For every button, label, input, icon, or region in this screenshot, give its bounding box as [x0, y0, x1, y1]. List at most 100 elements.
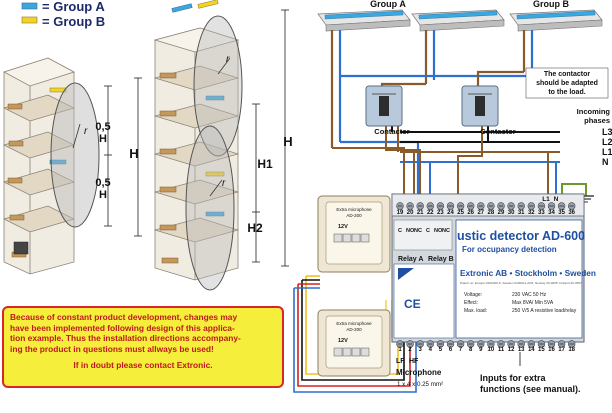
relay-b-label: Relay B: [428, 256, 454, 263]
inputs-note: Inputs for extra functions (see manual).: [480, 352, 581, 394]
relay-b-contact-no: NO: [434, 228, 443, 234]
notice-line4: ing the product in questions must allway…: [10, 343, 214, 354]
legend-group-b: = Group B: [42, 14, 105, 29]
detector-l1-terminal: L1: [542, 196, 550, 203]
bottom-terminal-10: 10: [488, 347, 495, 353]
mic2-title: Extra microphone: [336, 321, 372, 326]
disclaimer-notice: Because of constant product development,…: [2, 306, 284, 388]
mic2-model: AD-200: [346, 327, 362, 332]
ce-mark-icon: CE: [404, 297, 421, 311]
relay-a-contact-c: C: [398, 228, 402, 234]
notice-line3: tion example. Thus the installation dire…: [10, 333, 241, 344]
detector-hf-label: HF: [409, 358, 419, 365]
incoming-phases: Incoming phases L3 L2 L1 N: [577, 107, 612, 167]
right-radius-top: r: [226, 54, 230, 65]
light-fitting-1: [317, 9, 411, 32]
bottom-terminal-11: 11: [498, 347, 505, 353]
notice-line2: have been implemented following design o…: [10, 322, 235, 333]
top-terminal-28: 28: [488, 210, 495, 216]
top-terminal-36: 36: [568, 210, 575, 216]
mic1-voltage: 12V: [338, 224, 348, 230]
relay-b-contact-nc: NC: [442, 228, 450, 234]
detector-max-load-value: 250 V/5 A resistive load/relay: [512, 308, 577, 314]
bottom-terminal-14: 14: [528, 347, 535, 353]
top-terminal-35: 35: [558, 210, 565, 216]
relay-a-contact-nc: NC: [414, 228, 422, 234]
top-terminal-19: 19: [397, 210, 404, 216]
wiring: [293, 30, 594, 393]
left-h-top-unit: H: [99, 133, 107, 145]
mic1-model: AD-200: [346, 213, 362, 218]
contactors: Contactor Contactor The contactor should…: [365, 67, 609, 136]
group-a-swatch: [21, 2, 38, 10]
relay-a-contact-no: NO: [406, 228, 415, 234]
right-shelf: r r H1 H2 H: [153, 0, 293, 291]
detector-title: ustic detector AD-600: [457, 229, 585, 243]
top-terminal-22: 22: [427, 210, 434, 216]
group-b-swatch: [21, 16, 38, 24]
detector-subtitle: For occupancy detection: [462, 245, 557, 254]
top-terminal-30: 30: [508, 210, 515, 216]
light-fitting-3: [509, 9, 603, 32]
top-terminal-29: 29: [498, 210, 505, 216]
phases-title-line2: phases: [584, 116, 610, 125]
detector-voltage-label: Voltage:: [464, 292, 482, 298]
microphones: Extra microphone AD-200 12V Extra microp…: [317, 195, 443, 388]
phases-title-line1: Incoming: [577, 107, 611, 116]
left-h-top-value: 0,5: [95, 121, 110, 133]
top-terminal-21: 21: [417, 210, 424, 216]
extra-microphone-1: Extra microphone AD-200 12V: [317, 195, 391, 273]
detector-company: Extronic AB • Stockholm • Sweden: [460, 268, 596, 278]
right-coverage-ellipse-top: [193, 15, 243, 157]
contactor-note: The contactor should be adapted to the l…: [525, 67, 609, 99]
top-terminal-27: 27: [477, 210, 484, 216]
extra-microphone-2: Extra microphone AD-200 12V: [317, 309, 391, 377]
extronic-logo-icon: [398, 268, 414, 280]
top-terminal-26: 26: [467, 210, 474, 216]
bottom-terminal-3: 3: [419, 347, 423, 353]
top-terminal-34: 34: [548, 210, 555, 216]
left-h-total: H: [129, 146, 138, 161]
contactor-1: Contactor: [365, 85, 410, 136]
contactor-note-line2: should be adapted: [536, 80, 598, 87]
shelf-lights: [171, 0, 225, 217]
right-h1-label: H1: [257, 157, 273, 171]
bottom-terminal-7: 7: [459, 347, 463, 353]
bottom-terminal-18: 18: [568, 347, 575, 353]
contactor-1-label: Contactor: [374, 127, 409, 136]
inputs-note-line2: functions (see manual).: [480, 384, 581, 394]
bottom-terminal-1: 1: [398, 347, 402, 353]
top-terminal-32: 32: [528, 210, 535, 216]
left-shelf: r 0,5 H 0,5 H H: [2, 57, 142, 275]
contactor-note-line3: to the load.: [548, 89, 585, 96]
left-radius-label: r: [84, 126, 88, 137]
top-terminal-33: 33: [538, 210, 545, 216]
detector-voltage-value: 230 VAC 50 Hz: [512, 292, 547, 298]
left-coverage-ellipse: [50, 82, 100, 228]
microphone-label: Microphone: [396, 368, 442, 377]
phase-l1: L1: [602, 147, 612, 157]
top-terminal-20: 20: [407, 210, 414, 216]
detector-effect-value: Max 8VA/ Min 5VA: [512, 300, 554, 306]
right-coverage-ellipse-bottom: [185, 125, 235, 291]
notice-line1: Because of constant product development,…: [10, 312, 238, 322]
detector-effect-label: Effect:: [464, 300, 478, 306]
left-h-bottom-unit: H: [99, 189, 107, 201]
bottom-terminal-2: 2: [408, 347, 412, 353]
bottom-terminal-5: 5: [439, 347, 443, 353]
top-terminal-31: 31: [518, 210, 525, 216]
bottom-terminal-6: 6: [449, 347, 453, 353]
light-fittings: Group A Group B: [317, 0, 603, 32]
detector-max-load-label: Max. load:: [464, 308, 487, 314]
right-radius-bottom: r: [222, 178, 226, 189]
bottom-terminal-17: 17: [558, 347, 565, 353]
mic2-voltage: 12V: [338, 338, 348, 344]
phase-l3: L3: [602, 127, 612, 137]
bottom-terminal-12: 12: [508, 347, 515, 353]
bottom-terminal-9: 9: [479, 347, 483, 353]
top-terminal-23: 23: [437, 210, 444, 216]
bottom-terminal-13: 13: [518, 347, 525, 353]
